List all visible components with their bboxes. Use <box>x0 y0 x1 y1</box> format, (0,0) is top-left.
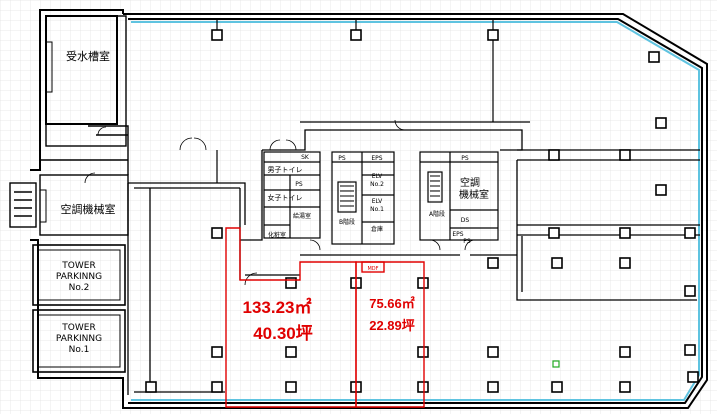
room-ps-2: PS <box>338 155 346 162</box>
tower-parking-boxes <box>32 244 126 373</box>
room-hvac-right-line2: 機械室 <box>459 188 489 201</box>
room-stair-a: A階段 <box>429 210 445 218</box>
column-ticks <box>216 19 494 183</box>
room-ps-3: PS <box>461 155 469 162</box>
parking-2-line1: TOWER <box>61 261 95 271</box>
room-elv2-line1: ELV <box>372 173 383 180</box>
curtain-wall <box>131 21 700 401</box>
room-elv2-line2: No.2 <box>370 181 384 188</box>
room-water-tank: 受水槽室 <box>66 49 110 63</box>
room-eps-2: EPS <box>452 231 463 238</box>
unit-a-area-tsubo: 40.30坪 <box>253 324 313 343</box>
room-mdf: MDF <box>367 266 378 272</box>
room-womens-toilet: 女子トイレ <box>268 193 303 202</box>
parking-1-line2: PARKINNG <box>56 334 102 344</box>
stairs <box>340 175 440 207</box>
room-ds: DS <box>461 217 470 224</box>
parking-1-line1: TOWER <box>61 323 95 333</box>
room-elv1-line2: No.1 <box>370 206 384 213</box>
parking-labels: TOWER PARKINNG No.2 TOWER PARKINNG No.1 <box>56 261 102 355</box>
room-hvac-right-line1: 空調 <box>460 176 480 189</box>
room-eps-1: EPS <box>371 155 382 162</box>
room-hvac-left: 空調機械室 <box>61 202 116 216</box>
room-storage: 倉庫 <box>371 225 383 233</box>
unit-b-area-sqm: 75.66㎡ <box>369 296 415 311</box>
door-swings <box>84 119 476 286</box>
core-walls <box>263 151 499 245</box>
unit-outlines <box>225 227 425 408</box>
room-mens-toilet: 男子トイレ <box>268 166 303 174</box>
columns <box>145 29 699 393</box>
room-water-heater: 給湯室 <box>293 212 311 220</box>
room-stair-b: B階段 <box>339 218 355 226</box>
room-ps-1: PS <box>295 181 303 188</box>
parking-2-line2: PARKINNG <box>56 272 102 282</box>
room-sk: SK <box>301 154 310 161</box>
room-elv1-line1: ELV <box>372 198 383 205</box>
room-labels: 受水槽室 空調機械室 空調 機械室 男子トイレ 女子トイレ SK PS PS P… <box>61 49 490 272</box>
room-dressing: 化粧室 <box>268 231 286 239</box>
marker-icon <box>552 360 560 368</box>
left-window-marks <box>40 41 53 223</box>
parking-1-line3: No.1 <box>69 345 90 355</box>
unit-area-labels: 133.23㎡ 40.30坪 75.66㎡ 22.89坪 <box>243 296 415 343</box>
room-ps-4: PS <box>463 238 471 245</box>
parking-2-line3: No.2 <box>69 283 90 293</box>
unit-b-area-tsubo: 22.89坪 <box>369 318 415 333</box>
unit-a-area-sqm: 133.23㎡ <box>243 297 312 317</box>
